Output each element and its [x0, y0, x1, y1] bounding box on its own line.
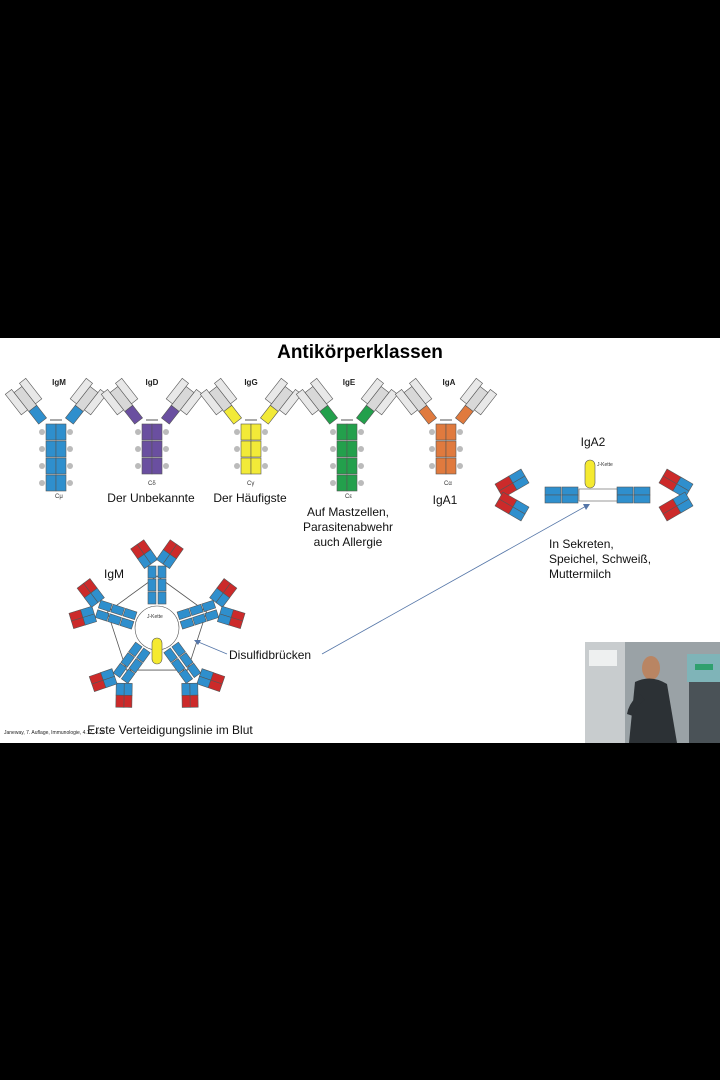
igg-monomer: [199, 377, 303, 475]
disulfide-label: Disulfidbrücken: [229, 648, 312, 662]
pentamer-unit: [68, 578, 138, 630]
presenter-webcam: [585, 642, 720, 743]
igg-c-label: Cγ: [247, 481, 255, 487]
slide: Antikörperklassen IgM IgD IgG IgE IgA Cμ…: [0, 338, 720, 743]
ige-monomer: [295, 377, 399, 492]
igg-caption: Der Häufigste: [213, 491, 287, 505]
pentamer-unit: [130, 539, 184, 605]
igd-c-label: Cδ: [148, 481, 156, 487]
ige-name: IgE: [342, 378, 356, 387]
iga2-caption: In Sekreten, Speichel, Schweiß, Muttermi…: [549, 537, 652, 581]
igg-name: IgG: [244, 378, 258, 387]
pentamer-unit: [88, 641, 151, 708]
disulfide-arrowhead: [194, 640, 201, 645]
igm-name: IgM: [52, 378, 66, 387]
slide-title: Antikörperklassen: [277, 342, 443, 363]
ige-c-label: Cε: [345, 494, 353, 500]
ige-caption: Auf Mastzellen, Parasitenabwehr auch All…: [302, 505, 394, 549]
iga2-dimer: [494, 459, 694, 522]
iga2-arrow: [321, 504, 589, 655]
webcam-feed: [585, 642, 720, 743]
igm-pentamer-title: IgM: [103, 567, 124, 581]
iga-monomer: [394, 377, 498, 475]
iga2-title: IgA2: [580, 435, 606, 449]
iga2-arrowhead: [583, 504, 590, 510]
pentamer-unit: [176, 578, 246, 630]
igd-monomer: [100, 377, 204, 475]
iga-c-label: Cα: [444, 481, 452, 487]
igm-jchain: [151, 637, 163, 665]
iga1-caption: IgA1: [432, 493, 458, 507]
igd-caption: Der Unbekannte: [107, 491, 195, 505]
igm-c-label: Cμ: [55, 494, 63, 500]
iga-name: IgA: [442, 378, 456, 387]
disulfide-arrow: [195, 640, 228, 655]
igm-pentamer: [68, 539, 246, 708]
igm-monomer: [4, 377, 108, 492]
iga2-jchain-label: J-Kette: [597, 462, 613, 468]
iga2-jchain: [584, 459, 596, 489]
igm-jchain-label: J-Kette: [147, 614, 163, 620]
pentamer-unit: [163, 641, 226, 708]
igd-name: IgD: [145, 378, 159, 387]
igm-pentamer-caption: Erste Verteidigungslinie im Blut: [87, 723, 253, 737]
citation: Janeway, 7. Auflage, Immunologie, 4.17, …: [4, 730, 105, 736]
antibody-diagram: [4, 377, 694, 708]
